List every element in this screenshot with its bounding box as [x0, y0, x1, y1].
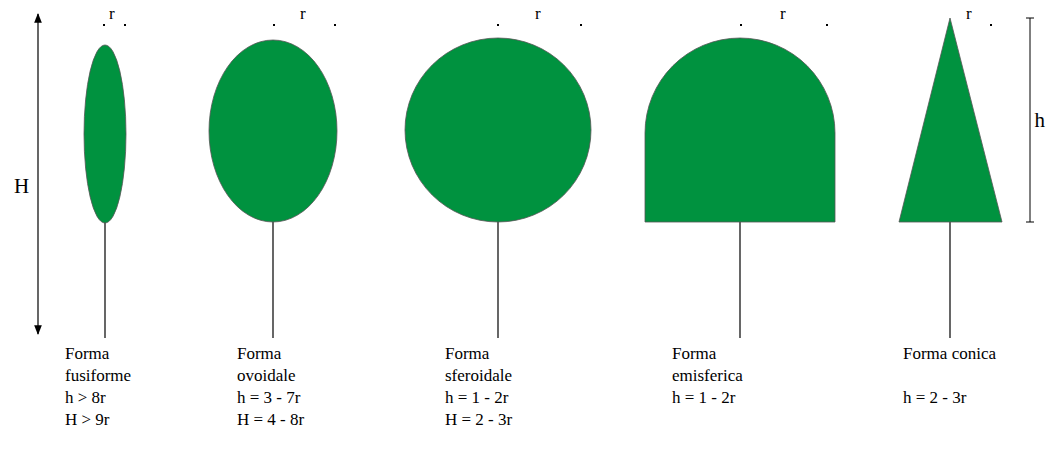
ratio-text: h = 1 - 2r — [445, 387, 508, 409]
radius-label: r — [109, 4, 115, 24]
ratio-text: h = 3 - 7r — [237, 387, 300, 409]
shape-name: Forma ovoidale — [237, 343, 337, 387]
height-label: H — [14, 174, 29, 198]
shape-name: Forma conica — [903, 343, 1003, 365]
ratio-text: H = 2 - 3r — [445, 409, 512, 431]
shape-name: Forma fusiforme — [65, 343, 165, 387]
radius-label: r — [780, 4, 786, 24]
radius-ticks — [103, 24, 992, 26]
shape-name: Forma sferoidale — [445, 343, 545, 387]
dimension-tick — [1026, 18, 1034, 19]
spheroid-crown — [405, 38, 591, 222]
height-dimension — [37, 14, 38, 334]
crown-height-dimension — [1030, 18, 1031, 222]
fusiform-crown — [84, 45, 126, 223]
ratio-text: H = 4 - 8r — [237, 409, 304, 431]
trunk-lines — [105, 222, 950, 338]
conic-crown — [899, 18, 1002, 222]
ratio-text: H > 9r — [65, 409, 110, 431]
radius-label: r — [535, 4, 541, 24]
ratio-text: h = 1 - 2r — [672, 387, 735, 409]
shape-name: Forma emisferica — [672, 343, 772, 387]
ratio-text: h > 8r — [65, 387, 106, 409]
radius-label: r — [966, 4, 972, 24]
ratio-text: h = 2 - 3r — [903, 387, 966, 409]
radius-label: r — [300, 4, 306, 24]
dimension-tick — [1026, 222, 1034, 223]
ovoid-crown — [209, 40, 337, 222]
hemispheric-crown — [645, 38, 835, 222]
crown-height-label: h — [1035, 108, 1046, 132]
